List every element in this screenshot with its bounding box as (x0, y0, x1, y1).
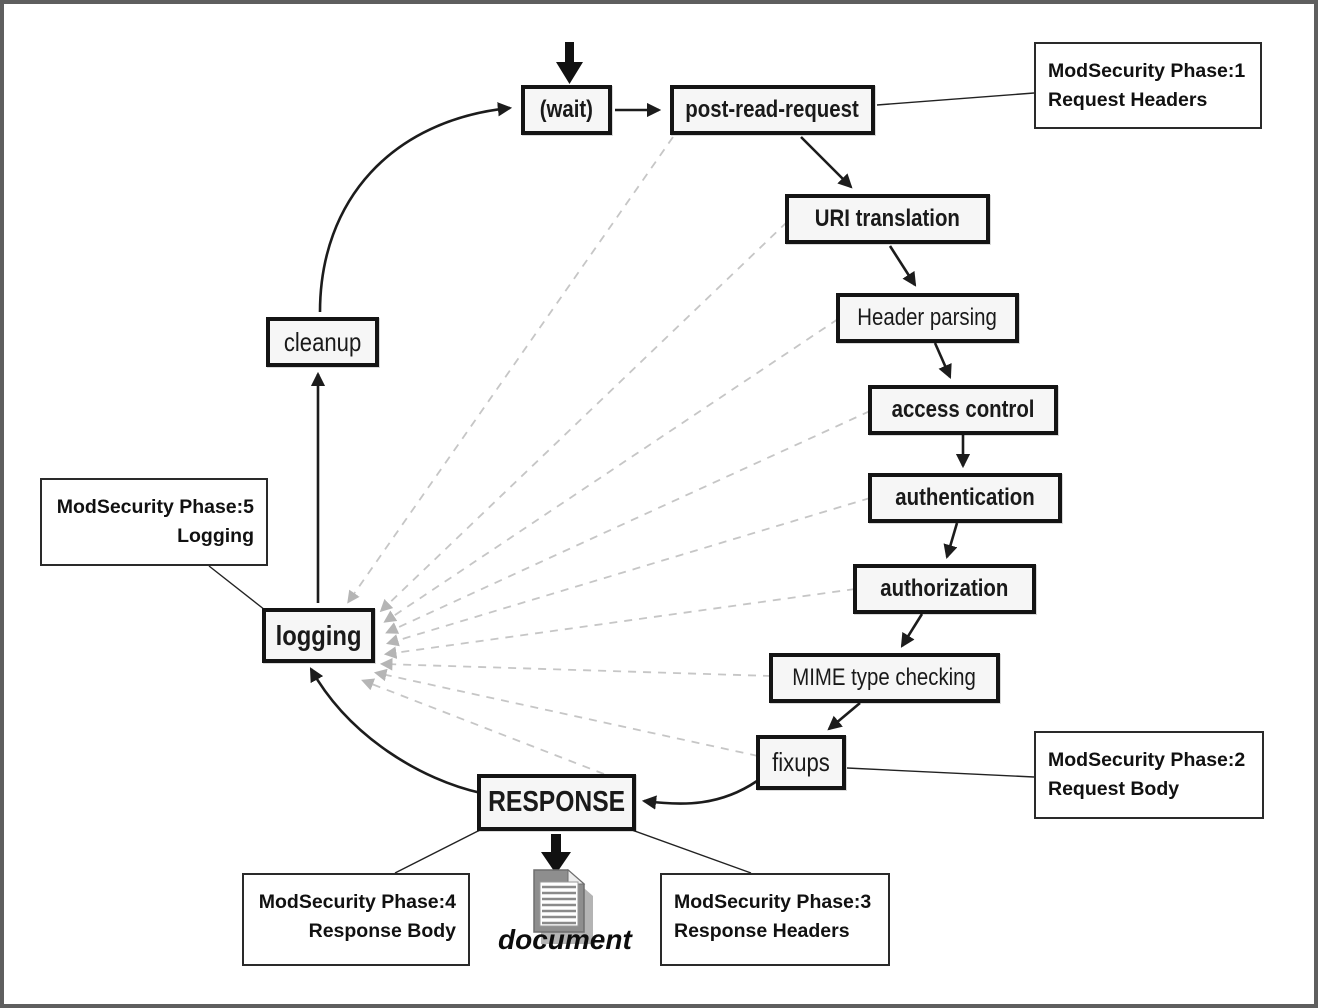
node-cleanup: cleanup (266, 317, 379, 367)
annotation-phase5: ModSecurity Phase:5 Logging (40, 478, 268, 566)
phase2-line1: ModSecurity Phase:2 (1048, 749, 1246, 771)
phase3-line2: Response Headers (674, 920, 850, 943)
phase1-line1: ModSecurity Phase:1 (1048, 60, 1246, 82)
node-post-read-request: post-read-request (670, 85, 875, 135)
node-access-control: access control (868, 385, 1058, 435)
document-icon (533, 868, 593, 944)
arrow-authentication-to-authorization (943, 522, 959, 560)
phase4-line2: Response Body (308, 920, 456, 943)
phase1-line2: Request Headers (1048, 89, 1208, 112)
annotation-phase4: ModSecurity Phase:4 Response Body (242, 873, 470, 966)
annotation-phase2: ModSecurity Phase:2 Request Body (1034, 731, 1264, 819)
phase3-line1: ModSecurity Phase:3 (674, 891, 872, 913)
arrow-mime-to-fixups (827, 702, 861, 731)
connector-fixups-to-phase2 (846, 767, 1035, 778)
annotation-phase3: ModSecurity Phase:3 Response Headers (660, 873, 890, 966)
phase4-line1: ModSecurity Phase:4 (258, 891, 456, 913)
connector-prr-to-phase1 (876, 92, 1035, 106)
arrow-header-to-access-control (933, 342, 952, 379)
node-fixups: fixups (756, 735, 846, 790)
node-uri-translation: URI translation (785, 194, 990, 244)
document-label: document (498, 924, 632, 955)
node-header-parsing: Header parsing (836, 293, 1019, 343)
entry-arrow-icon (556, 42, 583, 84)
node-wait: (wait) (521, 85, 612, 135)
phase2-line2: Request Body (1048, 778, 1180, 801)
connector-response-to-phase3 (631, 829, 752, 874)
annotation-phase1: ModSecurity Phase:1 Request Headers (1034, 42, 1262, 129)
node-response: RESPONSE (477, 774, 636, 831)
node-mime-type-checking: MIME type checking (769, 653, 1000, 703)
arrow-authorization-to-mime (900, 613, 924, 648)
node-logging: logging (262, 608, 375, 663)
connector-response-to-phase4 (394, 829, 481, 874)
node-authentication: authentication (868, 473, 1062, 523)
phase5-line2: Logging (177, 525, 254, 548)
arrow-response-to-logging (309, 667, 482, 795)
connector-phase5-to-logging (208, 565, 266, 611)
arrow-uri-to-header-parsing (888, 245, 917, 287)
arrow-cleanup-to-wait (318, 102, 513, 313)
node-authorization: authorization (853, 564, 1036, 614)
arrow-prr-to-uri-translation (800, 136, 853, 189)
phase5-line1: ModSecurity Phase:5 (56, 496, 254, 518)
arrow-fixups-to-response (641, 779, 758, 810)
